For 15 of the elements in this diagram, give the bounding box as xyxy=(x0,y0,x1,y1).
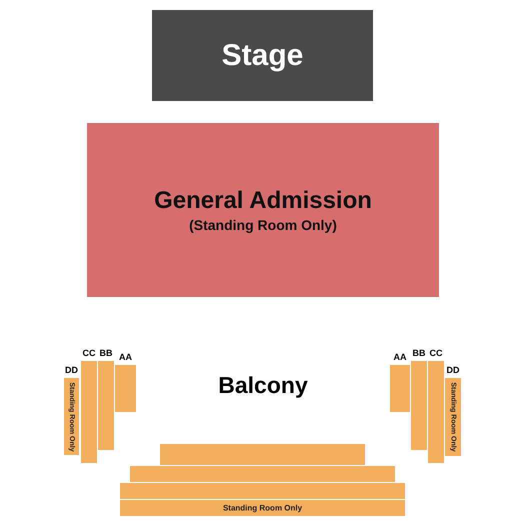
area-title: Stage xyxy=(222,38,304,72)
general-admission-area xyxy=(87,123,439,297)
row-label: BB xyxy=(100,348,112,358)
section-note: Standing Room Only xyxy=(222,504,302,512)
row-label: DD xyxy=(446,365,460,375)
row-label: CC xyxy=(430,348,442,358)
row-label: AA xyxy=(119,352,132,362)
stage-area xyxy=(152,10,373,101)
row-label: AA xyxy=(394,352,406,362)
row-label: BB xyxy=(412,348,426,358)
row-label: CC xyxy=(82,348,96,358)
area-note: (Standing Room Only) xyxy=(189,217,337,233)
row-label: DD xyxy=(65,365,78,375)
area-label: Balcony xyxy=(218,372,308,399)
area-title: General Admission xyxy=(154,187,372,215)
